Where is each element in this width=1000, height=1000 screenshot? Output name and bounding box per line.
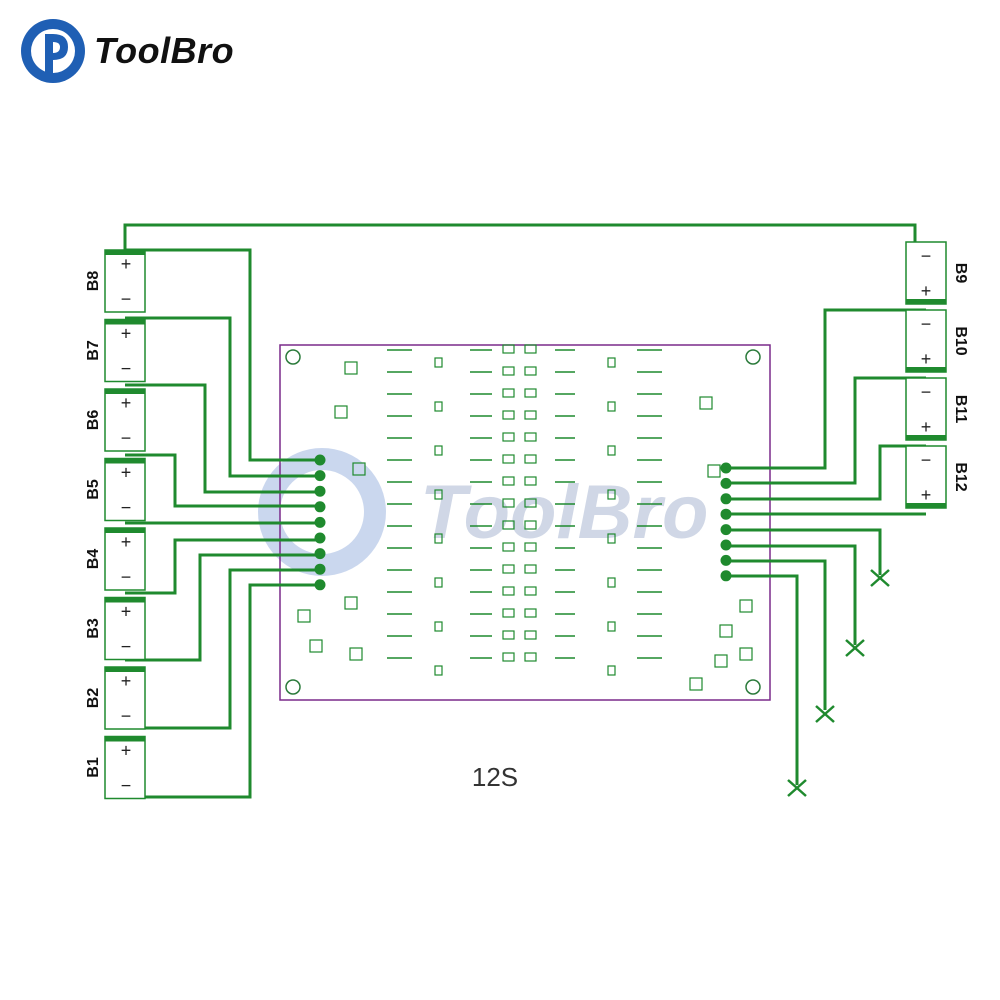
- trace-12: [726, 376, 926, 485]
- trace-2: [125, 248, 320, 462]
- trace-15: [726, 528, 882, 575]
- cell-label: B8: [85, 271, 102, 292]
- cell-top-symbol: −: [921, 382, 932, 402]
- cell-bottom-symbol: −: [121, 637, 132, 657]
- cell-label: B4: [85, 549, 102, 570]
- cell-bottom-symbol: −: [121, 359, 132, 379]
- cell-b4: + −B4: [85, 527, 146, 591]
- cell-b3: + −B3: [85, 596, 146, 661]
- cell-bottom-symbol: −: [121, 289, 132, 309]
- cell-bottom-symbol: +: [921, 485, 932, 505]
- brand-name: ToolBro: [94, 30, 235, 71]
- cell-label: B3: [85, 618, 102, 639]
- cell-label: B6: [85, 410, 102, 431]
- series-count-caption: 12S: [471, 762, 519, 792]
- cell-label: B11: [952, 395, 969, 424]
- trace-5: [125, 453, 320, 508]
- cell-bottom-symbol: −: [121, 428, 132, 448]
- trace-18: [726, 574, 799, 785]
- cell-label: B12: [952, 462, 969, 491]
- cell-b5: + −B5: [85, 457, 146, 522]
- cell-b7: + −B7: [85, 318, 146, 383]
- wire-end-mark: [845, 639, 865, 657]
- right-pad: [720, 539, 732, 551]
- cell-b10: − + B10: [905, 309, 969, 373]
- left-pad: [314, 563, 326, 575]
- right-pad: [720, 554, 732, 566]
- cell-bottom-symbol: +: [921, 417, 932, 437]
- cell-b12: − + B12: [905, 445, 969, 509]
- wire-end-mark: [815, 705, 835, 723]
- cell-top-symbol: +: [121, 532, 132, 552]
- left-pad: [314, 516, 326, 528]
- cell-bottom-symbol: −: [121, 706, 132, 726]
- trace-17: [726, 559, 827, 710]
- cell-top-symbol: +: [121, 463, 132, 483]
- watermark-text: ToolBro: [420, 470, 708, 555]
- trace-16: [726, 544, 857, 645]
- trace-13: [726, 444, 926, 501]
- cell-b1: + −B1: [85, 735, 146, 800]
- left-pad: [314, 579, 326, 591]
- cell-top-symbol: −: [921, 314, 932, 334]
- right-pad: [720, 508, 732, 520]
- cell-b6: + −B6: [85, 388, 146, 452]
- cell-label: B7: [85, 340, 102, 361]
- toolbro-logo-icon: [21, 19, 85, 83]
- left-pad: [314, 485, 326, 497]
- cell-label: B9: [952, 263, 969, 284]
- trace-3: [125, 316, 320, 478]
- cell-top-symbol: +: [121, 254, 132, 274]
- trace-10: [125, 583, 320, 799]
- wiring-traces: [123, 223, 926, 799]
- cell-bottom-symbol: −: [121, 776, 132, 796]
- cell-top-symbol: +: [121, 324, 132, 344]
- cell-bottom-symbol: +: [921, 349, 932, 369]
- cell-label: B5: [85, 479, 102, 500]
- cell-label: B1: [85, 757, 102, 778]
- unused-wire-ends: [787, 569, 890, 797]
- left-pad: [314, 548, 326, 560]
- pcb-components: [297, 344, 753, 691]
- cell-bottom-symbol: −: [121, 498, 132, 518]
- wire-end-mark: [787, 779, 807, 797]
- cell-b2: + −B2: [85, 666, 146, 730]
- watermark: ToolBro: [258, 448, 708, 576]
- cell-top-symbol: −: [921, 246, 932, 266]
- cell-top-symbol: −: [921, 450, 932, 470]
- left-pad: [314, 501, 326, 513]
- cell-bottom-symbol: +: [921, 281, 932, 301]
- cell-label: B10: [952, 326, 969, 355]
- cell-b11: − + B11: [905, 377, 969, 441]
- right-pad: [720, 477, 732, 489]
- left-pad: [314, 454, 326, 466]
- brand-logo: ToolBro: [18, 16, 234, 86]
- cell-top-symbol: +: [121, 671, 132, 691]
- right-cell-stack: −+B9−+B10−+B11−+B12: [905, 241, 969, 509]
- left-cell-stack: +−B8+−B7+−B6+−B5+−B4+−B3+−B2+−B1: [85, 249, 146, 800]
- cell-bottom-symbol: −: [121, 567, 132, 587]
- cell-label: B2: [85, 688, 102, 709]
- trace-8: [125, 553, 320, 662]
- cell-b8: + −B8: [85, 249, 146, 313]
- pcb-board: [279, 344, 771, 701]
- trace-11: [726, 308, 926, 470]
- connector-pads: [314, 454, 732, 591]
- cell-top-symbol: +: [121, 741, 132, 761]
- cell-top-symbol: +: [121, 602, 132, 622]
- right-pad: [720, 524, 732, 536]
- right-pad: [720, 570, 732, 582]
- wire-end-mark: [870, 569, 890, 587]
- trace-1: [123, 223, 917, 250]
- trace-9: [125, 568, 320, 730]
- trace-7: [125, 538, 320, 595]
- cell-b9: − + B9: [905, 241, 969, 305]
- right-pad: [720, 462, 732, 474]
- left-pad: [314, 532, 326, 544]
- trace-4: [125, 383, 320, 494]
- right-pad: [720, 493, 732, 505]
- cell-top-symbol: +: [121, 393, 132, 413]
- left-pad: [314, 470, 326, 482]
